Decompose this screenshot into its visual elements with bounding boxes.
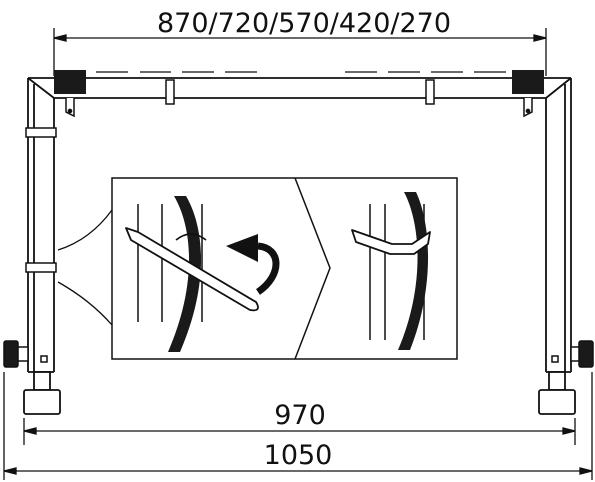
detail-after: [351, 192, 431, 350]
inner-width-label: 970: [274, 400, 326, 431]
bracket-before: [125, 227, 259, 312]
bracket-after: [351, 229, 431, 255]
corner-tabs: [65, 98, 533, 118]
top-clips: [165, 79, 435, 105]
tube-before: [168, 196, 202, 352]
inner-dimension: [23, 418, 576, 445]
left-knob-icon: [3, 340, 48, 368]
right-leg: [545, 78, 572, 373]
right-foot: [538, 371, 576, 415]
curved-arrow-icon: [255, 242, 280, 295]
top-dimension: [53, 28, 547, 76]
outer-width-label: 1050: [264, 440, 333, 471]
top-beam: [27, 77, 572, 99]
right-knob-icon: [551, 340, 594, 368]
corner-block-right: [512, 70, 544, 94]
chevron-right-icon: [294, 177, 331, 360]
detail-before: [125, 196, 280, 352]
left-leg-clamps: [25, 127, 57, 273]
corner-block-left: [54, 70, 86, 94]
top-width-label: 870/720/570/420/270: [157, 8, 451, 39]
detail-panel: [111, 177, 458, 360]
tube-after: [398, 192, 429, 350]
left-foot: [23, 371, 61, 415]
detail-callout-lines: [57, 209, 113, 326]
outer-dimension: [3, 372, 593, 480]
left-leg: [27, 78, 55, 373]
